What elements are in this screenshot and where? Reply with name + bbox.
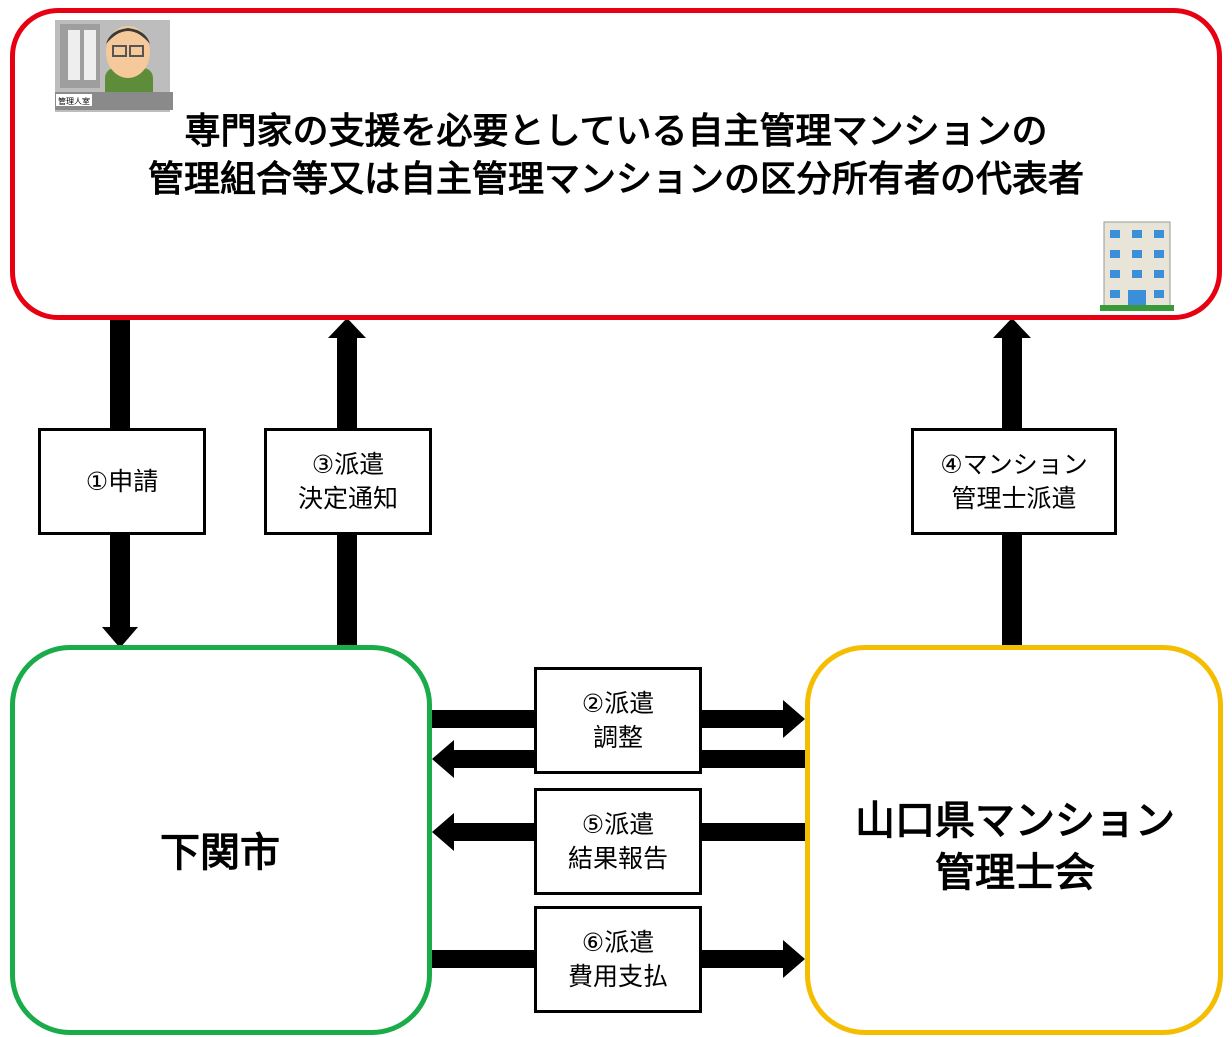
- city-box: [10, 645, 432, 1035]
- applicant-title-line2: 管理組合等又は自主管理マンションの区分所有者の代表者: [147, 159, 1084, 200]
- step-payment-label: ⑥派遣 費用支払: [534, 906, 702, 1013]
- step-dispatch-label: ④マンション 管理士派遣: [911, 428, 1117, 535]
- applicant-box: [10, 8, 1222, 320]
- city-name: 下関市: [160, 830, 280, 876]
- association-name-line1: 山口県マンション: [855, 798, 1175, 844]
- step-coordination-label: ②派遣 調整: [534, 667, 702, 774]
- applicant-title-line1: 専門家の支援を必要としている自主管理マンションの: [184, 111, 1048, 152]
- association-name: 山口県マンション 管理士会: [820, 795, 1210, 899]
- applicant-title: 専門家の支援を必要としている自主管理マンションの 管理組合等又は自主管理マンショ…: [0, 108, 1232, 204]
- step-decision-label: ③派遣 決定通知: [264, 428, 432, 535]
- association-name-line2: 管理士会: [935, 850, 1095, 896]
- step-apply-label: ①申請: [38, 428, 206, 535]
- association-box: [805, 645, 1223, 1035]
- step-report-label: ⑤派遣 結果報告: [534, 788, 702, 895]
